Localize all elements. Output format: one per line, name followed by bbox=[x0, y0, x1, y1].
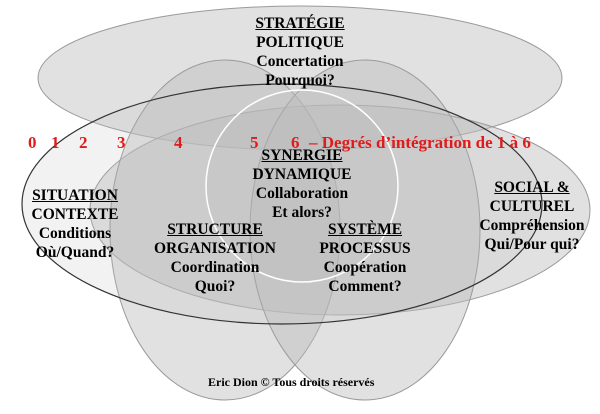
scale-number-4: 4 bbox=[174, 133, 183, 152]
social-title: SOCIAL & bbox=[494, 179, 570, 196]
scale-number-4-wrap: 4 bbox=[174, 133, 183, 153]
scale-number-5-wrap: 5 bbox=[250, 133, 259, 153]
label-social: SOCIAL & CULTUREL Compréhension Qui/Pour… bbox=[467, 178, 597, 254]
scale-number-5: 5 bbox=[250, 133, 259, 152]
situation-subtitle: CONTEXTE bbox=[31, 206, 119, 223]
structure-question: Quoi? bbox=[194, 278, 236, 295]
systeme-subtitle: PROCESSUS bbox=[319, 240, 411, 257]
social-question: Qui/Pour qui? bbox=[484, 236, 580, 253]
structure-subtitle: ORGANISATION bbox=[153, 240, 276, 257]
strategie-title: STRATÉGIE bbox=[255, 15, 345, 32]
label-systeme: SYSTÈME PROCESSUS Coopération Comment? bbox=[305, 220, 425, 296]
scale-number-0: 0 bbox=[28, 133, 37, 152]
situation-question: Où/Quand? bbox=[35, 244, 115, 261]
situation-mode: Conditions bbox=[38, 225, 112, 242]
synergie-mode: Collaboration bbox=[255, 185, 349, 202]
strategie-subtitle: POLITIQUE bbox=[256, 34, 344, 51]
ellipse-strategie bbox=[37, 5, 563, 151]
social-mode: Compréhension bbox=[479, 217, 585, 234]
synergie-question: Et alors? bbox=[272, 204, 332, 221]
ellipse-social bbox=[89, 104, 591, 316]
scale-number-2: 2 bbox=[79, 133, 88, 152]
structure-mode: Coordination bbox=[170, 259, 260, 276]
synergie-subtitle: DYNAMIQUE bbox=[252, 166, 352, 183]
strategie-mode: Concertation bbox=[256, 53, 344, 70]
integration-scale: 0 bbox=[28, 133, 37, 153]
systeme-mode: Coopération bbox=[323, 259, 407, 276]
systeme-question: Comment? bbox=[328, 278, 402, 295]
scale-number-6: 6 bbox=[291, 133, 300, 152]
ellipse-systeme bbox=[249, 59, 481, 401]
label-synergie: SYNERGIE DYNAMIQUE Collaboration Et alor… bbox=[242, 146, 362, 222]
social-subtitle: CULTUREL bbox=[489, 198, 575, 215]
scale-caption: – Degrés d’intégration de 1 à 6 bbox=[309, 133, 531, 152]
ellipse-situation bbox=[21, 83, 543, 325]
ellipse-structure bbox=[109, 59, 341, 401]
copyright-credit: Eric Dion © Tous droits réservés bbox=[208, 375, 375, 389]
label-strategie: STRATÉGIE POLITIQUE Concertation Pourquo… bbox=[240, 14, 360, 90]
label-structure: STRUCTURE ORGANISATION Coordination Quoi… bbox=[150, 220, 280, 296]
scale-number-3: 3 bbox=[117, 133, 126, 152]
circle-synergie bbox=[205, 89, 399, 283]
systeme-title: SYSTÈME bbox=[327, 221, 403, 238]
strategie-question: Pourquoi? bbox=[265, 72, 335, 89]
synergie-title: SYNERGIE bbox=[261, 147, 343, 164]
label-situation: SITUATION CONTEXTE Conditions Où/Quand? bbox=[16, 186, 134, 262]
scale-number-1-wrap: 1 bbox=[51, 133, 60, 153]
situation-title: SITUATION bbox=[32, 187, 118, 204]
scale-number-1: 1 bbox=[51, 133, 60, 152]
scale-caption-wrap: – Degrés d’intégration de 1 à 6 bbox=[309, 133, 531, 153]
scale-number-2-wrap: 2 bbox=[79, 133, 88, 153]
scale-number-3-wrap: 3 bbox=[117, 133, 126, 153]
structure-title: STRUCTURE bbox=[167, 221, 263, 238]
scale-number-6-wrap: 6 bbox=[291, 133, 300, 153]
